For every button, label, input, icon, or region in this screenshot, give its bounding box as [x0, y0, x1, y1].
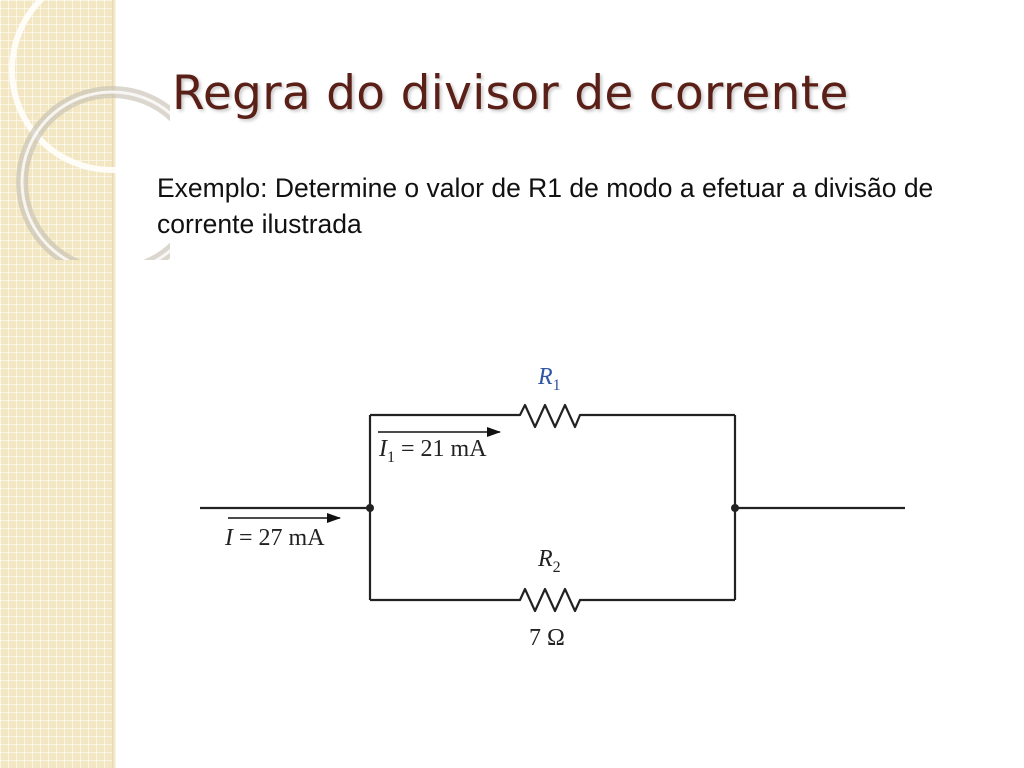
side-band-edge	[112, 0, 116, 768]
i1-label: I1= 21 mA	[378, 436, 487, 466]
r2-label: R2	[537, 546, 561, 576]
right-node-dot	[731, 504, 739, 512]
slide-title: Regra do divisor de corrente	[172, 66, 849, 121]
r2-resistor	[370, 587, 735, 613]
r2-value: 7 Ω	[529, 625, 565, 651]
example-text: Exemplo: Determine o valor de R1 de modo…	[157, 173, 934, 239]
left-node-dot	[366, 504, 374, 512]
r1-resistor	[370, 403, 735, 429]
r1-label: R1	[537, 364, 561, 394]
decorative-circles	[9, 0, 170, 260]
i-total-label: I= 27 mA	[224, 525, 325, 551]
decorative-side-band	[0, 0, 112, 768]
